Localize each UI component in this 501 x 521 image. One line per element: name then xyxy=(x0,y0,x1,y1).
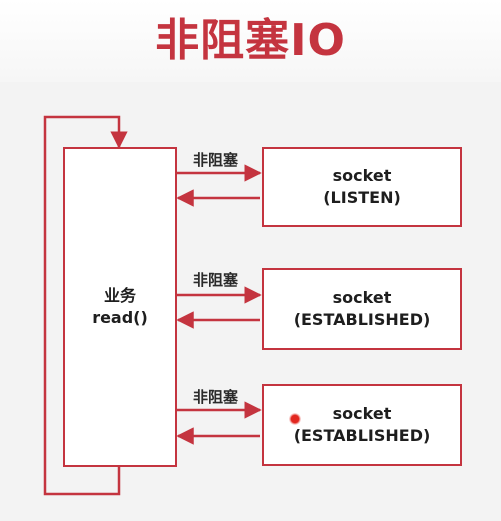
socket-box-established-2: socket (ESTABLISHED) xyxy=(262,384,462,466)
edge-label-1: 非阻塞 xyxy=(193,151,239,169)
socket-label: socket xyxy=(332,288,392,307)
socket-box-listen: socket (LISTEN) xyxy=(262,147,462,227)
business-box: 业务 read() xyxy=(63,147,177,467)
socket-state: (ESTABLISHED) xyxy=(293,426,431,445)
page-title: 非阻塞IO xyxy=(155,15,346,66)
socket-label: socket xyxy=(332,166,392,185)
socket-state: (LISTEN) xyxy=(323,188,401,207)
edge-label-2: 非阻塞 xyxy=(193,271,239,289)
business-read-label: read() xyxy=(92,308,148,327)
business-label: 业务 xyxy=(103,286,136,305)
socket-label: socket xyxy=(332,404,392,423)
top-band xyxy=(0,0,501,82)
socket-state: (ESTABLISHED) xyxy=(293,310,431,329)
pointer-dot-icon xyxy=(289,413,301,425)
edge-label-3: 非阻塞 xyxy=(193,388,239,406)
socket-box-established-1: socket (ESTABLISHED) xyxy=(262,268,462,350)
loop-line xyxy=(43,115,128,496)
